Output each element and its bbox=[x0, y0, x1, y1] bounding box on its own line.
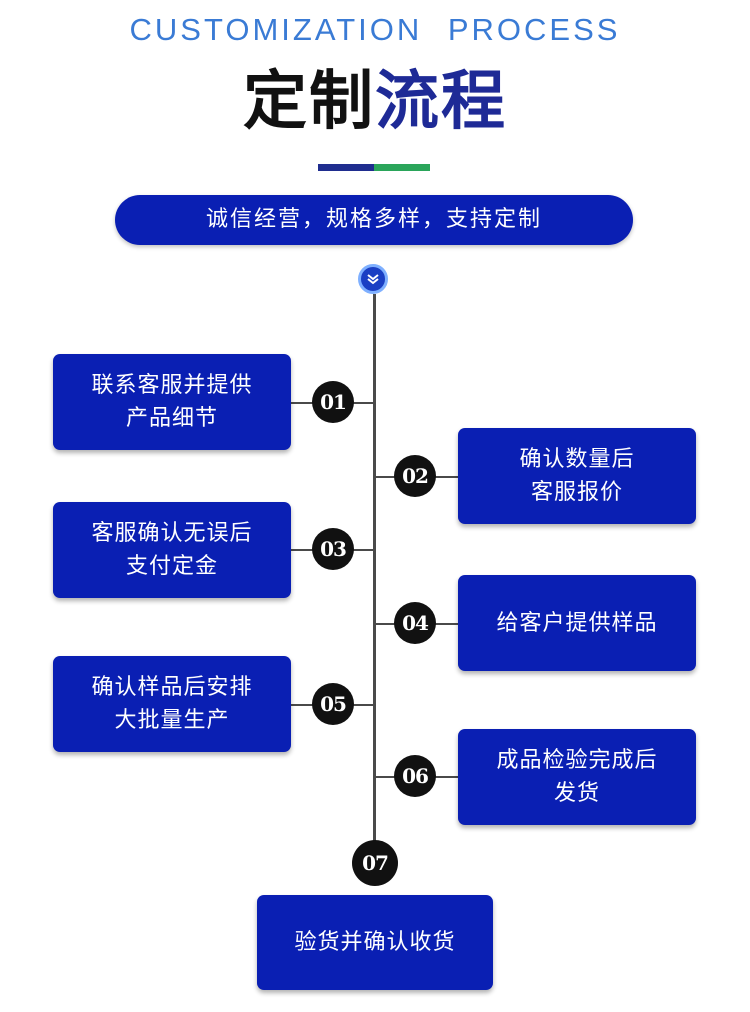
page-title: 定制流程 bbox=[0, 62, 750, 142]
step-02-line1: 确认数量后 bbox=[519, 447, 635, 472]
step-box-04: 给客户提供样品 bbox=[458, 575, 696, 671]
title-underline-navy bbox=[318, 164, 374, 171]
step-number-05: 05 bbox=[312, 683, 354, 725]
step-number-02: 02 bbox=[394, 455, 436, 497]
step-number-06: 06 bbox=[394, 755, 436, 797]
step-box-07: 验货并确认收货 bbox=[257, 895, 493, 990]
chevron-down-icon-svg bbox=[367, 274, 379, 285]
step-07-line1: 验货并确认收货 bbox=[294, 930, 456, 955]
step-number-04: 04 bbox=[394, 602, 436, 644]
step-box-06: 成品检验完成后发货 bbox=[458, 729, 696, 825]
step-03-line1: 客服确认无误后 bbox=[91, 521, 253, 546]
step-box-03: 客服确认无误后支付定金 bbox=[53, 502, 291, 598]
step-06-line2: 发货 bbox=[553, 781, 600, 806]
step-number-03: 03 bbox=[312, 528, 354, 570]
step-03-line2: 支付定金 bbox=[125, 554, 218, 579]
step-box-01: 联系客服并提供产品细节 bbox=[53, 354, 291, 450]
timeline-line bbox=[373, 294, 376, 864]
step-04-line1: 给客户提供样品 bbox=[496, 610, 658, 636]
step-06-line1: 成品检验完成后 bbox=[496, 748, 658, 773]
step-02-line2: 客服报价 bbox=[530, 480, 623, 505]
step-05-line2: 大批量生产 bbox=[114, 708, 230, 733]
step-box-02: 确认数量后客服报价 bbox=[458, 428, 696, 524]
title-part-dark: 定制 bbox=[243, 65, 375, 139]
chevron-down-icon bbox=[358, 264, 388, 294]
step-01-line1: 联系客服并提供 bbox=[91, 373, 253, 398]
step-number-01: 01 bbox=[312, 381, 354, 423]
title-underline-green bbox=[374, 164, 430, 171]
step-01-line2: 产品细节 bbox=[125, 406, 218, 431]
step-box-05: 确认样品后安排大批量生产 bbox=[53, 656, 291, 752]
subtitle-english: CUSTOMIZATION PROCESS bbox=[129, 12, 621, 47]
tagline-pill: 诚信经营，规格多样，支持定制 bbox=[115, 195, 633, 245]
step-number-07: 07 bbox=[352, 840, 398, 886]
step-05-line1: 确认样品后安排 bbox=[91, 675, 253, 700]
title-part-blue: 流程 bbox=[375, 65, 507, 139]
